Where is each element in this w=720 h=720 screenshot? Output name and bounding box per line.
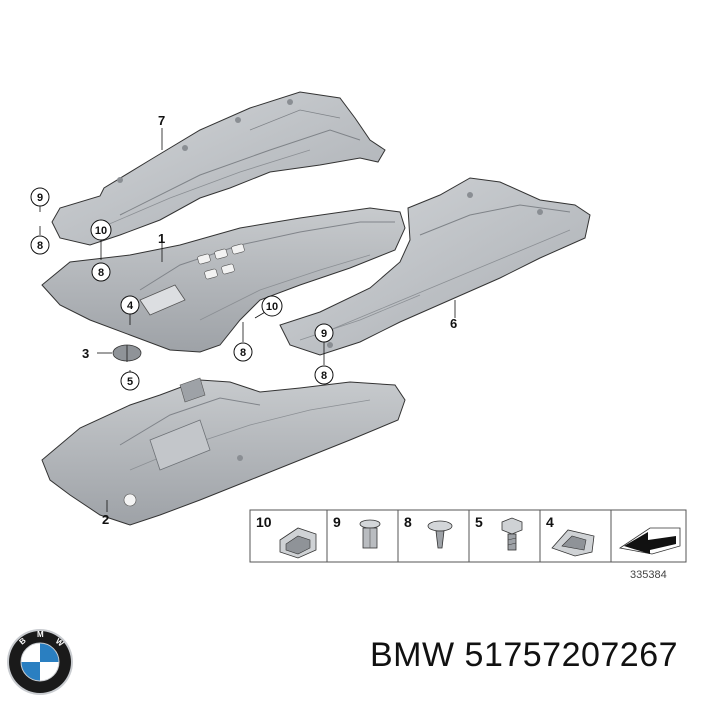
svg-text:8: 8 xyxy=(37,240,43,252)
callout-circle-10b: 10 xyxy=(261,295,283,317)
fastener-legend: 10 9 8 5 4 xyxy=(249,509,687,563)
callout-3: 3 xyxy=(82,346,89,361)
bracket-part-3 xyxy=(112,344,142,362)
svg-text:8: 8 xyxy=(98,267,104,279)
reference-number: 335384 xyxy=(630,569,667,581)
svg-text:B: B xyxy=(18,636,28,647)
underbody-panel-2 xyxy=(41,377,406,526)
callout-circle-8b: 8 xyxy=(91,262,111,282)
bmw-logo-icon: B M W xyxy=(7,629,73,695)
expansion-rivet-icon xyxy=(359,519,381,549)
callout-circle-10a: 10 xyxy=(90,219,112,241)
callout-6: 6 xyxy=(450,316,457,331)
callout-1: 1 xyxy=(158,231,165,246)
underbody-panel-1 xyxy=(41,207,406,353)
legend-label-9: 9 xyxy=(333,514,341,530)
svg-text:9: 9 xyxy=(37,192,43,204)
vent-slots xyxy=(197,243,245,280)
part-number-caption: BMW 51757207267 xyxy=(370,636,679,674)
svg-text:5: 5 xyxy=(127,376,133,388)
hex-bolt-icon xyxy=(501,517,523,551)
svg-text:4: 4 xyxy=(127,300,134,312)
callout-circle-8d: 8 xyxy=(314,365,334,385)
underbody-panel-6 xyxy=(279,177,591,356)
callout-2: 2 xyxy=(102,512,109,527)
callout-circle-5: 5 xyxy=(120,371,140,391)
legend-label-10: 10 xyxy=(256,514,272,530)
svg-text:8: 8 xyxy=(321,370,327,382)
callout-circle-4: 4 xyxy=(120,295,140,315)
legend-label-4: 4 xyxy=(546,514,554,530)
svg-text:W: W xyxy=(54,637,66,649)
svg-text:8: 8 xyxy=(240,347,246,359)
svg-text:10: 10 xyxy=(266,301,278,313)
svg-text:M: M xyxy=(37,630,44,639)
svg-text:9: 9 xyxy=(321,328,327,340)
callout-circle-9a: 9 xyxy=(30,187,50,207)
callout-circle-8c: 8 xyxy=(233,342,253,362)
legend-label-8: 8 xyxy=(404,514,412,530)
callout-7: 7 xyxy=(158,113,165,128)
push-pin-icon xyxy=(427,520,453,549)
clip-nut-icon xyxy=(551,529,595,557)
underbody-panel-7 xyxy=(51,91,386,246)
speed-nut-icon xyxy=(279,527,317,559)
svg-text:10: 10 xyxy=(95,225,107,237)
callout-circle-9b: 9 xyxy=(314,323,334,343)
callout-circle-8a: 8 xyxy=(30,235,50,255)
legend-label-5: 5 xyxy=(475,514,483,530)
orientation-arrow-icon xyxy=(618,527,681,555)
